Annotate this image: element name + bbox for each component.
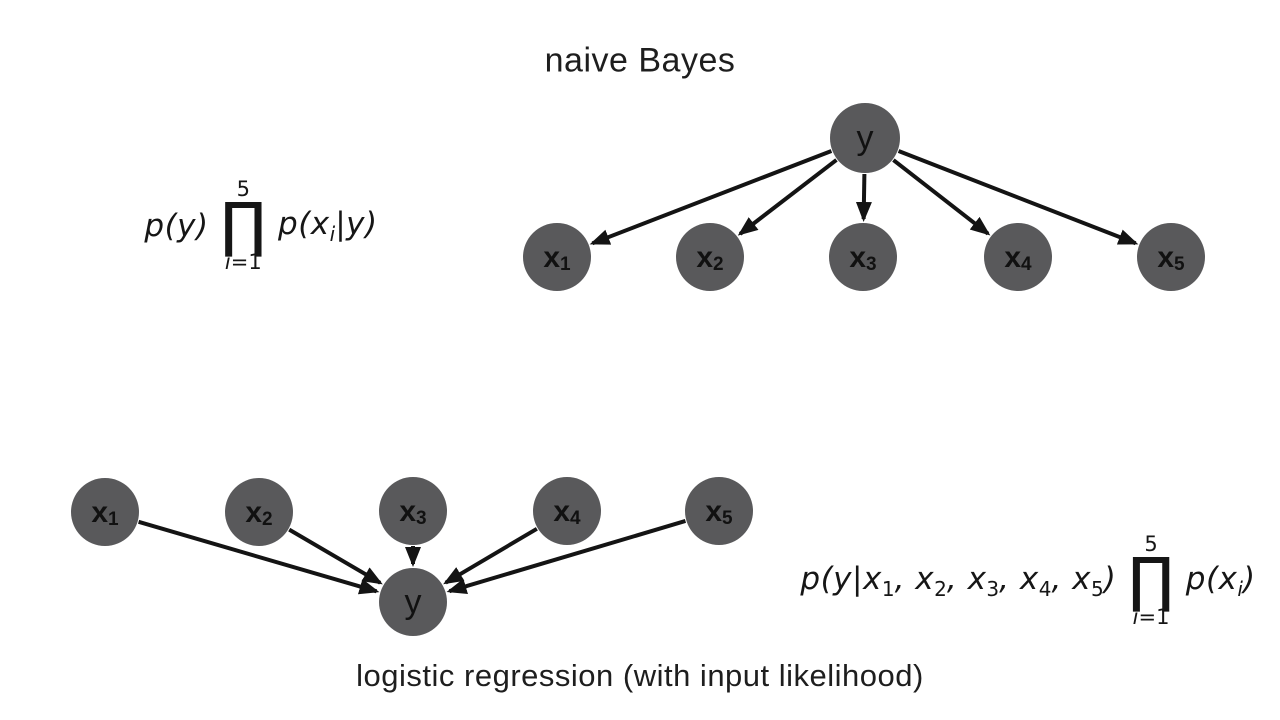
formula-left-expression: p(y|x1, x2, x3, x4, x5) xyxy=(800,561,1116,601)
node-label-subscript: 3 xyxy=(866,254,877,275)
arrow-x5-to-y xyxy=(446,519,687,594)
graph-node-x3: x3 xyxy=(379,477,447,545)
math-text: p(y|x xyxy=(800,560,882,597)
node-circle-x1 xyxy=(71,478,139,546)
node-label-x5: x5 xyxy=(1157,241,1185,275)
formula-right-expression: p(xi) xyxy=(1186,561,1256,601)
math-subscript: 3 xyxy=(986,576,1000,601)
node-label-y: y xyxy=(405,583,422,621)
product-operator: 5 ∏ i=1 xyxy=(1128,534,1173,628)
node-circle-x4 xyxy=(984,223,1052,291)
math-text: , x xyxy=(894,560,935,597)
math-subscript: 1 xyxy=(881,576,895,601)
math-subscript: i xyxy=(1237,576,1243,601)
node-label-x5: x5 xyxy=(705,495,733,529)
node-circle-x3 xyxy=(379,477,447,545)
graph-node-x4: x4 xyxy=(984,223,1052,291)
graph-node-x1: x1 xyxy=(523,223,591,291)
diagram-title-naive-bayes: naive Bayes xyxy=(544,41,736,80)
product-index-start: =1 xyxy=(1138,604,1170,629)
node-circle-x5 xyxy=(685,477,753,545)
graph-node-x3: x3 xyxy=(829,223,897,291)
math-text: p(y) xyxy=(144,207,209,244)
math-text: |y) xyxy=(335,205,378,242)
naive-bayes-formula: p(y) 5 ∏ i=1 p(xi|y) xyxy=(144,179,377,273)
node-label-subscript: 1 xyxy=(560,254,571,275)
product-upper-limit: 5 xyxy=(1144,532,1158,557)
math-text: , x xyxy=(946,560,987,597)
product-lower-limit: i=1 xyxy=(224,249,262,274)
graph-node-x2: x2 xyxy=(225,478,293,546)
arrow-x2-to-y xyxy=(288,527,383,585)
arrow-y-to-x1 xyxy=(589,149,833,246)
node-label-subscript: 4 xyxy=(570,508,581,529)
graph-node-x5: x5 xyxy=(1137,223,1205,291)
node-label-subscript: 5 xyxy=(722,508,733,529)
math-subscript: 4 xyxy=(1038,576,1052,601)
arrow-y-to-x2 xyxy=(737,158,838,236)
node-label-subscript: 1 xyxy=(108,509,119,530)
math-text: , x xyxy=(1051,560,1092,597)
product-index-variable: i xyxy=(224,249,231,274)
formula-right-expression: p(xi|y) xyxy=(278,206,378,246)
node-label-x4: x4 xyxy=(553,495,581,529)
node-label-x4: x4 xyxy=(1004,241,1032,275)
node-circle-y xyxy=(830,103,900,173)
node-label-subscript: 2 xyxy=(262,509,273,530)
node-label-subscript: 3 xyxy=(416,508,427,529)
logistic-regression-network: x1 x2 x3 x4 x5 y xyxy=(71,477,753,636)
node-label-x1: x1 xyxy=(91,496,119,530)
node-circle-x2 xyxy=(676,223,744,291)
math-subscript: 2 xyxy=(934,576,947,601)
product-upper-limit: 5 xyxy=(236,177,250,202)
node-label-subscript: 5 xyxy=(1174,254,1185,275)
node-circle-x4 xyxy=(533,477,601,545)
product-symbol: ∏ xyxy=(220,190,267,261)
node-circle-x2 xyxy=(225,478,293,546)
product-lower-limit: i=1 xyxy=(1132,604,1170,629)
graph-node-x1: x1 xyxy=(71,478,139,546)
arrow-y-to-x5 xyxy=(897,149,1139,246)
arrow-x4-to-y xyxy=(443,527,538,585)
graph-node-x5: x5 xyxy=(685,477,753,545)
graph-node-y: y xyxy=(830,103,900,173)
formula-left-expression: p(y) xyxy=(144,208,208,244)
node-label-x1: x1 xyxy=(543,241,571,275)
math-text: p(x xyxy=(278,205,330,242)
logistic-regression-formula: p(y|x1, x2, x3, x4, x5) 5 ∏ i=1 p(xi) xyxy=(800,534,1255,628)
diagram-caption-logistic-regression: logistic regression (with input likeliho… xyxy=(356,658,924,693)
graph-node-y: y xyxy=(379,568,447,636)
math-text: , x xyxy=(999,560,1039,597)
product-symbol: ∏ xyxy=(1128,545,1174,616)
math-subscript: 5 xyxy=(1091,576,1104,601)
node-label-subscript: 4 xyxy=(1021,254,1032,275)
arrow-y-to-x4 xyxy=(892,158,991,236)
product-operator: 5 ∏ i=1 xyxy=(221,179,266,273)
node-label-y: y xyxy=(857,119,874,157)
node-label-x3: x3 xyxy=(399,495,426,529)
node-label-x2: x2 xyxy=(696,241,723,275)
node-label-x2: x2 xyxy=(245,496,272,530)
graph-node-x4: x4 xyxy=(533,477,601,545)
product-index-start: =1 xyxy=(230,249,262,274)
math-text: p(x xyxy=(1185,560,1238,597)
graph-node-x2: x2 xyxy=(676,223,744,291)
node-circle-x5 xyxy=(1137,223,1205,291)
node-circle-x1 xyxy=(523,223,591,291)
node-circle-y xyxy=(379,568,447,636)
naive-bayes-network: y x1 x2 x3 x4 x5 xyxy=(523,103,1205,291)
node-circle-x3 xyxy=(829,223,897,291)
arrow-y-to-x3 xyxy=(855,173,872,223)
node-label-x3: x3 xyxy=(849,241,876,275)
product-index-variable: i xyxy=(1132,604,1139,629)
math-text: ) xyxy=(1242,560,1256,597)
math-text: ) xyxy=(1103,560,1117,597)
arrow-x1-to-y xyxy=(138,519,380,595)
math-subscript: i xyxy=(329,221,336,246)
node-label-subscript: 2 xyxy=(713,254,724,275)
